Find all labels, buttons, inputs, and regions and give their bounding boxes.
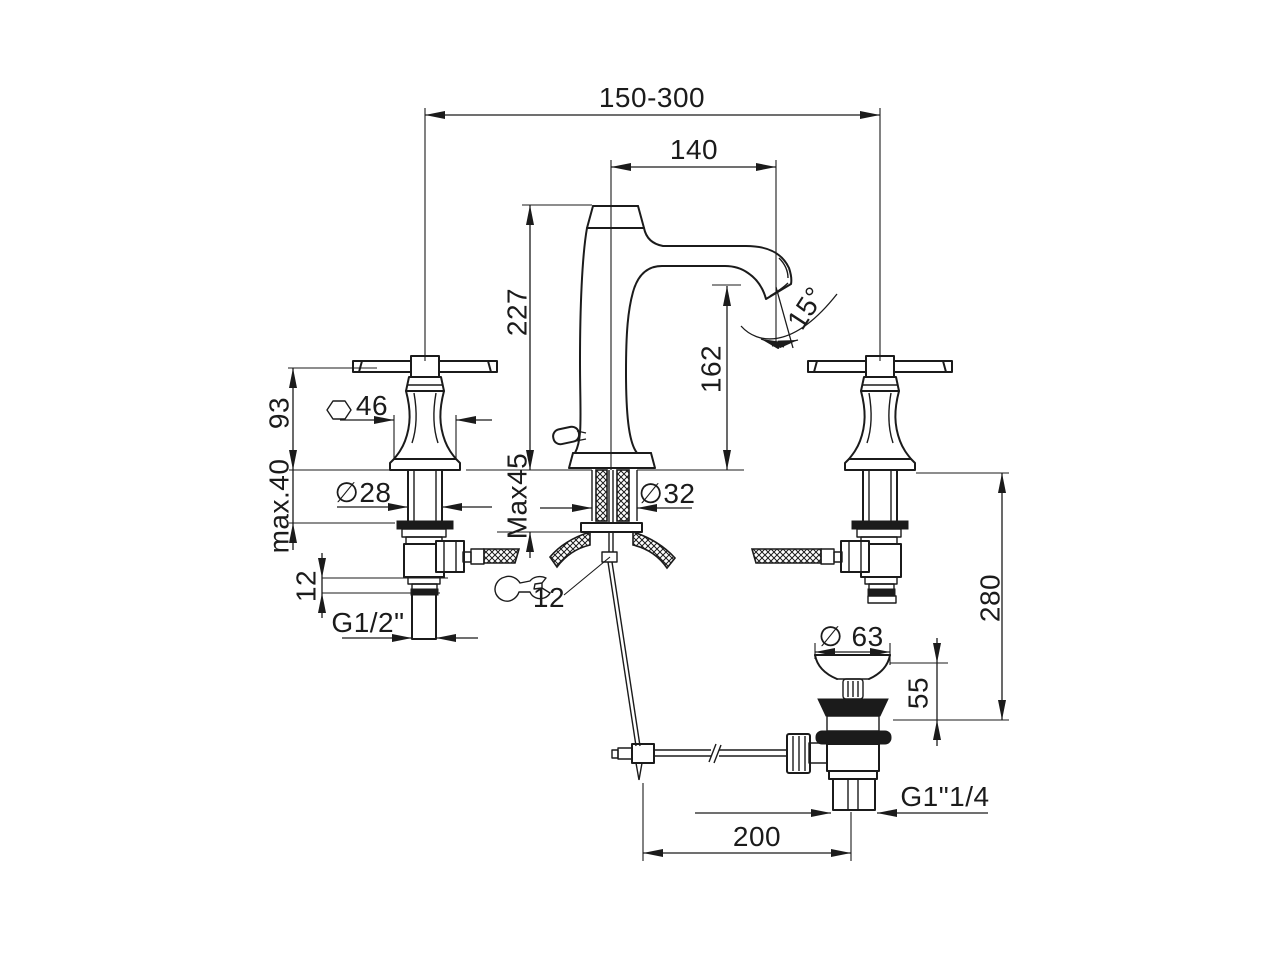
- popup-rod: [607, 561, 788, 781]
- dim-handle-height-label: 93: [264, 397, 295, 429]
- left-valve-tail: [407, 576, 441, 640]
- wrench-icon: [494, 556, 611, 602]
- dim-valve-thread-label: G1/2": [331, 607, 404, 638]
- dim-handle-hex-label: 46: [356, 390, 388, 421]
- deck-lines: [289, 469, 1009, 524]
- right-hose-port: [750, 540, 870, 573]
- dim-handle-height: 93: [264, 367, 377, 470]
- dim-rod-offset: 200: [642, 783, 852, 861]
- dim-spout-height-label: 162: [696, 345, 727, 393]
- dim-shank-dia: ∅32: [540, 478, 695, 512]
- dim-waste-height-label: 55: [903, 677, 934, 709]
- dim-spout-reach: 140: [610, 134, 777, 470]
- waste-body: [826, 743, 880, 772]
- left-valve: [352, 355, 521, 640]
- dim-deck-max-left: max.40: [264, 459, 297, 554]
- dim-deck-max-center-label: Max45: [502, 453, 533, 540]
- dim-valve-thread: G1/2": [331, 607, 478, 642]
- waste-knob: [842, 678, 864, 700]
- dim-install-height-label: 280: [975, 574, 1006, 622]
- waste-tailpipe: [832, 778, 876, 811]
- dim-valve-dia: ∅28: [334, 477, 492, 511]
- dim-waste-dia: ∅ 63: [814, 621, 891, 665]
- rod-adjuster-wheel: [786, 733, 828, 774]
- dim-spread: 150-300: [424, 82, 881, 361]
- wrench-size-label: 12: [533, 582, 565, 613]
- wrench-size-note: 12: [533, 582, 565, 613]
- dim-body-height: 227: [502, 204, 592, 470]
- left-valve-stem: [407, 469, 443, 522]
- waste-oring: [815, 730, 892, 745]
- dim-waste-dia-label: ∅ 63: [818, 621, 883, 652]
- dim-valve-collar-label: 12: [291, 570, 322, 602]
- dim-waste-thread: G1"1/4: [695, 781, 989, 817]
- waste-seal: [817, 698, 889, 717]
- dim-handle-hex: 46: [326, 390, 492, 459]
- dim-body-height-label: 227: [502, 288, 533, 336]
- left-cross-handle: [352, 355, 498, 378]
- dim-shank-dia-label: ∅32: [638, 478, 695, 509]
- dim-rod-offset-label: 200: [733, 821, 781, 852]
- dimensions: 150-300 140 227 162 15°: [264, 82, 1009, 861]
- mixer-shank: [580, 469, 643, 563]
- right-valve-tail: [864, 576, 898, 604]
- dim-valve-collar: 12: [291, 553, 448, 618]
- mixer-faucet: [548, 205, 793, 570]
- dim-spread-label: 150-300: [599, 82, 705, 113]
- flex-hoses: [548, 530, 677, 570]
- dim-waste-height: 55: [890, 638, 948, 746]
- dim-spout-angle: 15°: [740, 281, 838, 350]
- dim-spout-reach-label: 140: [670, 134, 718, 165]
- left-hose-port: [435, 540, 521, 573]
- dim-install-height: 280: [893, 473, 1009, 721]
- left-deck-flange: [396, 520, 454, 530]
- dim-deck-max-left-label: max.40: [264, 459, 295, 554]
- dim-waste-thread-label: G1"1/4: [900, 781, 989, 812]
- popup-waste: [786, 654, 892, 811]
- right-valve: [750, 355, 953, 604]
- dim-deck-max-center: Max45: [497, 453, 580, 558]
- dim-spout-angle-label: 15°: [781, 281, 831, 335]
- dim-valve-dia-label: ∅28: [334, 477, 391, 508]
- dim-spout-height: 162: [696, 284, 741, 470]
- right-deck-flange: [851, 520, 909, 530]
- hex-symbol: [326, 400, 352, 420]
- rod-clamp: [611, 743, 655, 781]
- right-valve-stem: [862, 469, 898, 522]
- popup-lever-knob: [552, 425, 587, 446]
